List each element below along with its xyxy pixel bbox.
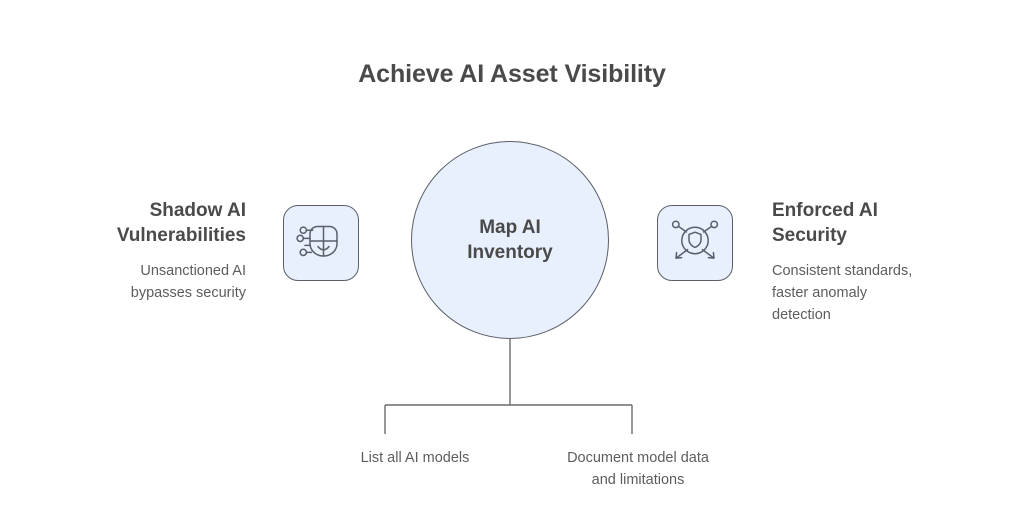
side-block-right: Enforced AI Security Consistent standard… [772,198,962,326]
icon-tile-shadow-ai[interactable] [283,205,359,281]
side-heading-left: Shadow AI Vulnerabilities [116,200,246,247]
branch-caption-1: List all AI models [360,450,470,466]
side-block-left: Shadow AI Vulnerabilities Unsanctioned A… [56,198,246,304]
page-title: Achieve AI Asset Visibility [358,60,666,88]
side-body-left: Unsanctioned AI bypasses security [130,262,246,301]
center-node-label: Map AI Inventory [467,216,553,263]
ai-mask-circuit-icon [295,215,347,272]
center-node-map-ai-inventory[interactable]: Map AI Inventory [411,141,609,339]
side-heading-right: Enforced AI Security [772,200,878,247]
icon-tile-enforced-ai[interactable] [657,205,733,281]
side-body-right: Consistent standards, faster anomaly det… [772,262,913,323]
shield-network-icon [669,215,721,272]
branch-caption-2: Document model data and limitations [567,450,709,489]
